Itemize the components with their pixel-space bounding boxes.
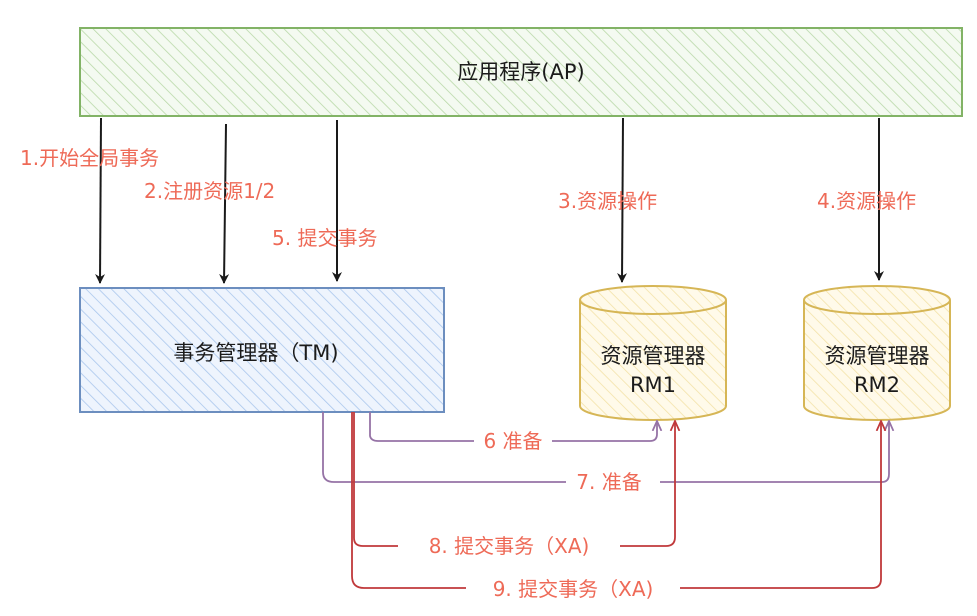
rm1-label-line2: RM1	[630, 373, 676, 397]
rm2-label-line1: 资源管理器	[825, 344, 930, 368]
step-5-label: 5. 提交事务	[272, 226, 377, 250]
connector-step7	[322, 412, 889, 483]
step-9-label: 9. 提交事务（XA)	[493, 577, 654, 601]
step-6-label: 6 准备	[483, 429, 542, 453]
rm2-label-line2: RM2	[854, 373, 900, 397]
step-7-label: 7. 准备	[576, 470, 641, 494]
application-box: 应用程序(AP)	[79, 27, 963, 117]
arrow-step3	[617, 117, 628, 283]
rm1-label-line1: 资源管理器	[601, 344, 706, 368]
step-2-label: 2.注册资源1/2	[144, 179, 275, 203]
resource-manager-rm2: 资源管理器 RM2	[803, 285, 951, 421]
transaction-manager-box: 事务管理器（TM)	[79, 287, 445, 413]
step-1-label: 1.开始全局事务	[20, 146, 159, 170]
transaction-manager-label: 事务管理器（TM)	[173, 341, 338, 365]
arrow-step1	[95, 117, 106, 284]
step-3-label: 3.资源操作	[558, 189, 657, 213]
connector-step9	[351, 412, 881, 589]
application-label: 应用程序(AP)	[457, 60, 584, 84]
step-4-label: 4.资源操作	[817, 189, 916, 213]
connector-step8	[353, 412, 675, 547]
connector-step6	[369, 412, 657, 442]
resource-manager-rm1: 资源管理器 RM1	[579, 285, 727, 421]
arrow-step2	[219, 123, 230, 284]
step-8-label: 8. 提交事务（XA)	[429, 534, 590, 558]
